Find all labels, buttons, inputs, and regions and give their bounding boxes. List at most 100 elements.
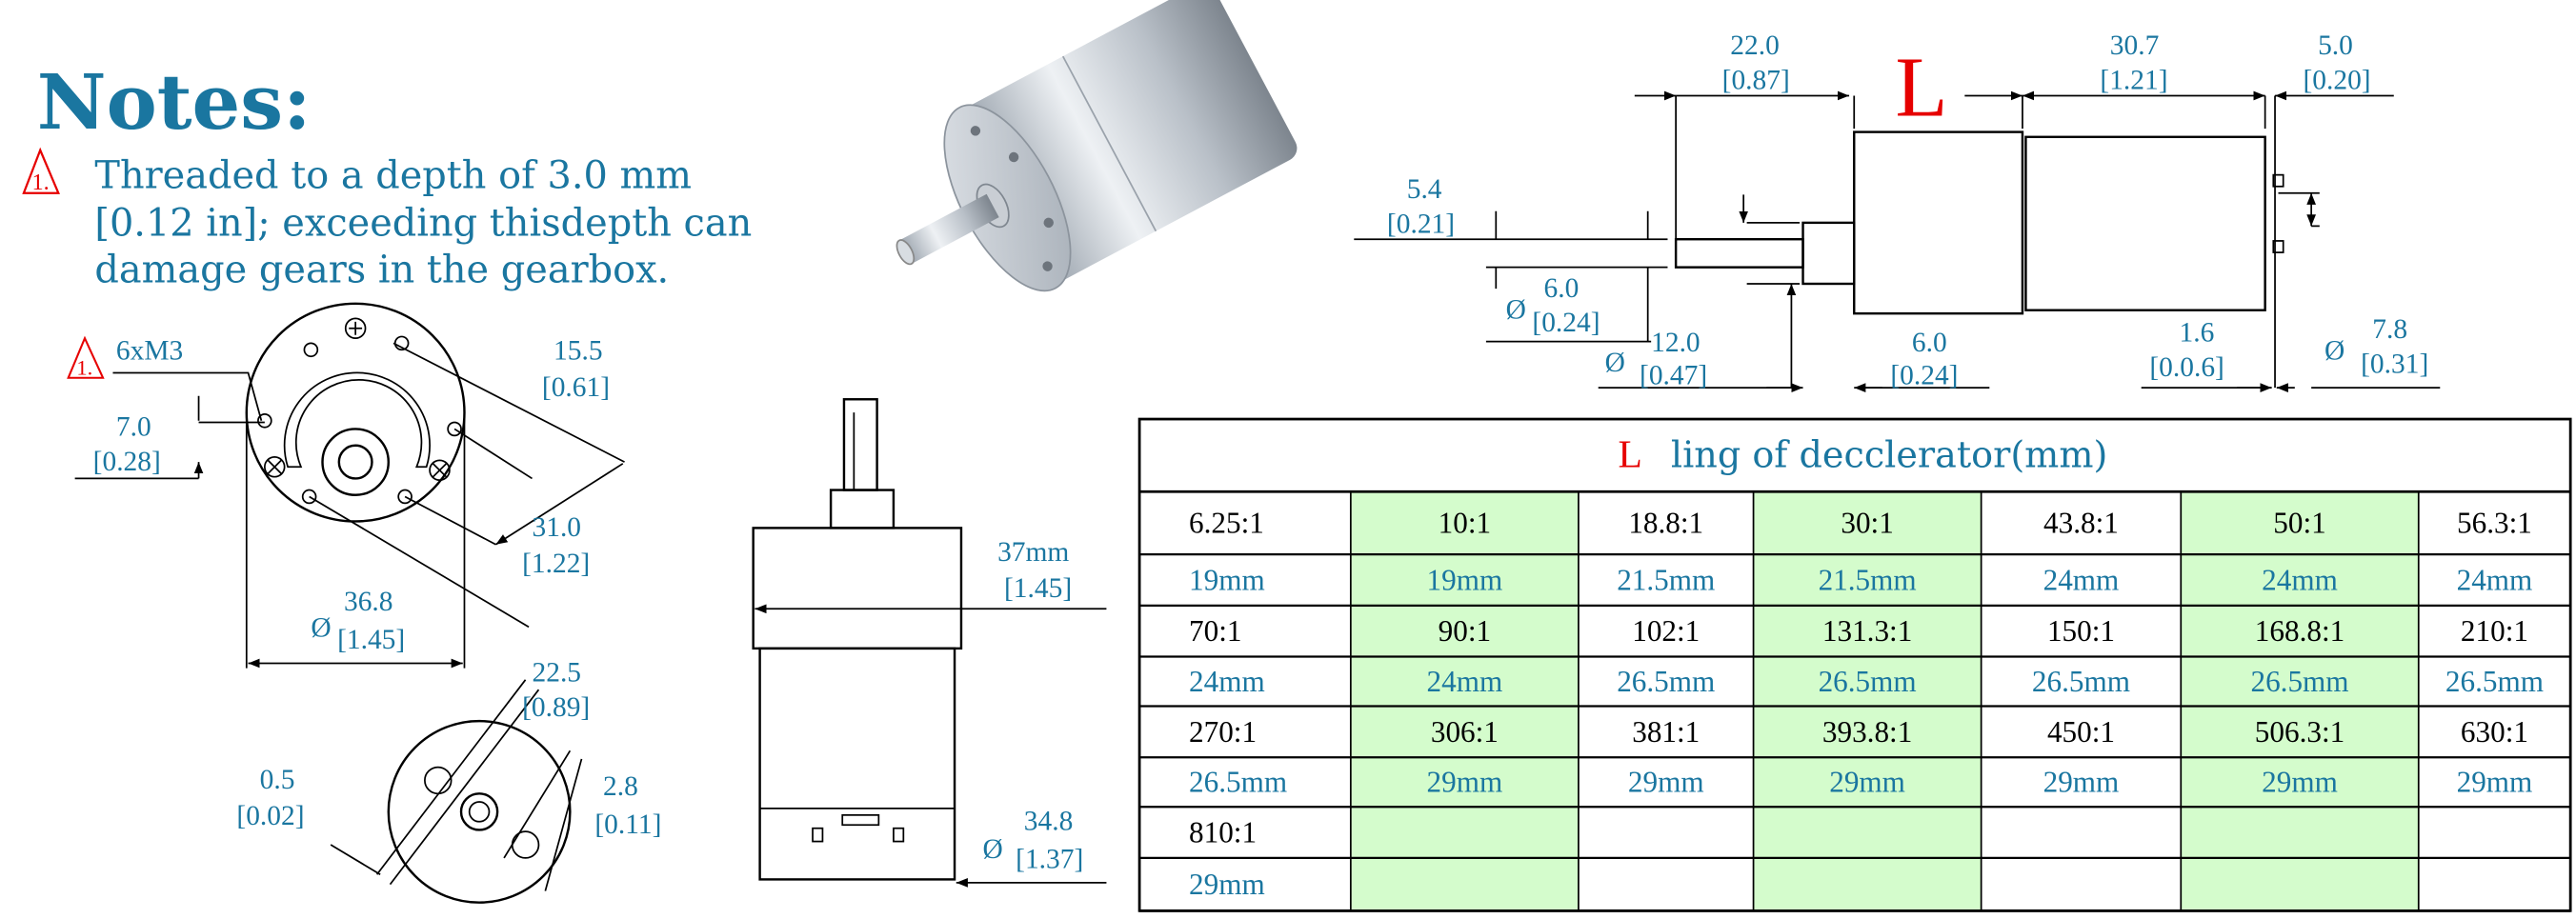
dim-31-0: 31.0	[533, 512, 582, 543]
green-column-fill	[1350, 491, 1579, 911]
dim-37mm-in: [1.45]	[1004, 573, 1072, 604]
note-line-1: Threaded to a depth of 3.0 mm	[94, 154, 692, 198]
length-cell: 24mm	[1189, 665, 1265, 698]
length-cell: 24mm	[2457, 563, 2533, 596]
length-cell: 29mm	[2043, 766, 2120, 799]
dim-12-0-in: [0.47]	[1640, 361, 1707, 391]
length-cell: 24mm	[2043, 563, 2120, 596]
dim-5-0: 5.0	[2318, 30, 2353, 61]
gear-ratio-cell: 90:1	[1439, 614, 1491, 648]
dim-0-5: 0.5	[260, 765, 295, 795]
gear-ratio-cell: 306:1	[1431, 715, 1499, 749]
gear-ratio-cell: 43.8:1	[2043, 507, 2119, 540]
length-cell: 29mm	[2457, 766, 2533, 799]
dim-7-8-in: [0.31]	[2361, 350, 2428, 380]
dim-36-8: 36.8	[344, 587, 393, 617]
length-cell: 19mm	[1189, 563, 1265, 596]
length-cell: 19mm	[1427, 563, 1503, 596]
length-cell: 26.5mm	[2250, 665, 2348, 698]
dim-22-5: 22.5	[533, 658, 582, 689]
diameter-symbol: Ø	[1605, 348, 1625, 378]
warning-triangle-icon: 1.	[67, 335, 105, 379]
diameter-symbol: Ø	[982, 834, 1002, 865]
gear-ratio-cell: 70:1	[1189, 614, 1241, 648]
length-table: L ling of decclerator(mm) 6.25:1 10:1 18.8…	[1137, 417, 2572, 912]
dim-22-0: 22.0	[1730, 30, 1780, 61]
notes-section: Notes: 1. Threaded to a depth of 3.0 mm …	[22, 57, 752, 291]
dim-5-4-in: [0.21]	[1387, 209, 1455, 239]
dim-5-0-in: [0.20]	[2303, 66, 2370, 96]
length-cell: 29mm	[2262, 766, 2338, 799]
green-column-fill	[2181, 491, 2419, 911]
table-title-L: L	[1618, 431, 1641, 475]
notes-title: Notes:	[37, 57, 312, 147]
L-dimension-label: L	[1896, 40, 1948, 134]
gear-ratio-cell: 393.8:1	[1822, 715, 1912, 749]
warning-triangle-icon: 1.	[22, 147, 60, 195]
dim-30-7-in: [1.21]	[2100, 66, 2167, 96]
top-dimension-view: L 22.0 [0.87] 30.7 [1.21] 5.0 [0.20] 5.4…	[1354, 30, 2441, 392]
front-view: 1. 6xM3 7.0 [0.28] 15.5 [0.61] 31.0 [1.2…	[67, 302, 625, 669]
gear-ratio-cell: 381:1	[1632, 715, 1700, 749]
green-column-fill	[1753, 491, 1982, 911]
dim-6-0-collar-in: [0.24]	[1890, 361, 1958, 391]
length-cell: 26.5mm	[1617, 665, 1715, 698]
dim-7-0: 7.0	[116, 411, 151, 442]
note-line-3: damage gears in the gearbox.	[94, 248, 669, 291]
dim-15-5: 15.5	[553, 336, 603, 367]
side-view: 37mm [1.45] Ø 34.8 [1.37]	[752, 398, 1107, 888]
table-title: ling of decclerator(mm)	[1671, 433, 2107, 475]
gear-ratio-cell: 210:1	[2461, 614, 2528, 648]
dim-6-0-shaft: 6.0	[1544, 273, 1580, 304]
diameter-symbol: Ø	[1506, 294, 1526, 325]
motor-product-image	[896, 0, 1298, 292]
gear-ratio-cell: 10:1	[1439, 507, 1491, 540]
diameter-symbol: Ø	[311, 613, 331, 644]
gear-ratio-cell: 6.25:1	[1189, 507, 1264, 540]
length-cell: 24mm	[2262, 563, 2338, 596]
gear-ratio-cell: 102:1	[1632, 614, 1700, 648]
dim-0-5-in: [0.02]	[236, 801, 304, 831]
dim-7-0-in: [0.28]	[93, 447, 161, 477]
gear-ratio-cell: 50:1	[2273, 507, 2325, 540]
dim-22-5-in: [0.89]	[522, 692, 590, 723]
length-cell: 26.5mm	[2032, 665, 2130, 698]
dim-37mm: 37mm	[997, 537, 1069, 568]
gear-ratio-cell: 810:1	[1189, 815, 1257, 849]
length-cell: 21.5mm	[1819, 563, 1917, 596]
length-cell: 29mm	[1427, 766, 1503, 799]
length-cell: 26.5mm	[2445, 665, 2544, 698]
dim-2-8: 2.8	[603, 771, 638, 802]
gear-ratio-cell: 450:1	[2047, 715, 2115, 749]
dim-7-8: 7.8	[2372, 314, 2407, 345]
dim-34-8: 34.8	[1024, 806, 1074, 836]
dim-15-5-in: [0.61]	[542, 372, 610, 403]
length-cell: 24mm	[1427, 665, 1503, 698]
gear-ratio-cell: 18.8:1	[1628, 507, 1703, 540]
svg-text:1.: 1.	[32, 170, 50, 195]
gear-ratio-cell: 270:1	[1189, 715, 1257, 749]
note-line-2: [0.12 in]; exceeding thisdepth can	[94, 202, 752, 246]
rear-view: 22.5 [0.89] 0.5 [0.02] 2.8 [0.11]	[236, 658, 661, 904]
length-cell: 26.5mm	[1819, 665, 1917, 698]
dim-6-0-collar: 6.0	[1912, 328, 1947, 358]
dim-1-6-in: [0.0.6]	[2149, 352, 2224, 383]
length-cell: 29mm	[1628, 766, 1704, 799]
gear-ratio-cell: 30:1	[1841, 507, 1893, 540]
dim-36-8-in: [1.45]	[337, 625, 405, 655]
dim-6-0-shaft-in: [0.24]	[1532, 308, 1600, 338]
gear-ratio-cell: 131.3:1	[1822, 614, 1912, 648]
gear-ratio-cell: 150:1	[2047, 614, 2115, 648]
dim-34-8-in: [1.37]	[1016, 844, 1083, 874]
diameter-symbol: Ø	[2324, 336, 2345, 367]
thread-label: 6xM3	[116, 336, 183, 367]
gear-ratio-cell: 506.3:1	[2255, 715, 2345, 749]
dim-2-8-in: [0.11]	[594, 809, 661, 840]
length-cell: 29mm	[1189, 868, 1265, 901]
dim-5-4: 5.4	[1407, 174, 1442, 205]
dim-31-0-in: [1.22]	[522, 549, 590, 579]
dim-12-0: 12.0	[1651, 328, 1701, 358]
gear-ratio-cell: 168.8:1	[2255, 614, 2345, 648]
length-cell: 26.5mm	[1189, 766, 1287, 799]
